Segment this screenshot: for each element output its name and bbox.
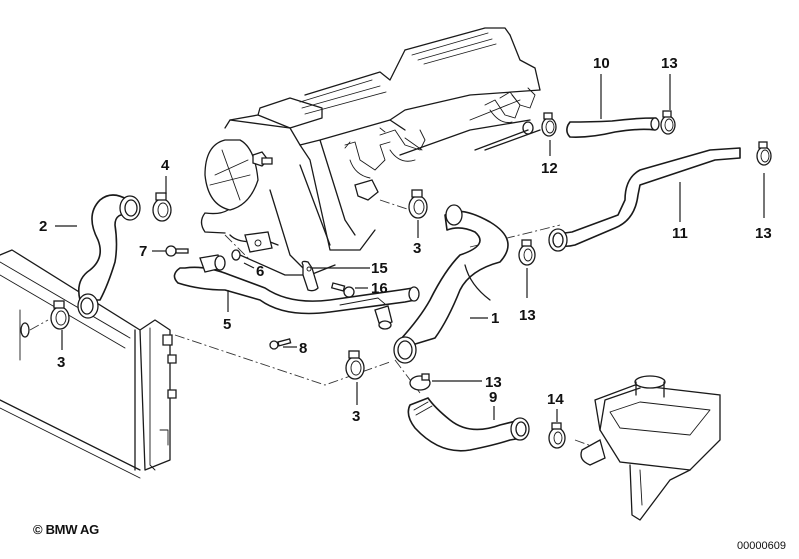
callout-4: 4 [161,157,170,174]
hose-clamps [50,110,772,449]
callout-9: 9 [489,389,497,406]
clamp-13c [518,239,536,266]
clamp-12 [541,112,557,137]
hose-5 [173,254,420,330]
clamp-3c [345,350,365,380]
callout-7: 7 [139,243,147,260]
callout-16: 16 [371,280,388,297]
clamp-13b [756,141,772,166]
bolt-16 [330,282,355,298]
callout-1: 1 [491,310,499,327]
clamp-14 [548,422,566,449]
callout-6: 6 [256,263,264,280]
callout-13d: 13 [485,374,502,391]
diagram-number: 00000609 [737,540,786,552]
callout-11: 11 [672,225,688,242]
copyright-notice: © BMW AG [33,522,99,537]
hose-11 [548,147,741,252]
callout-13c: 13 [519,307,536,324]
callout-5: 5 [223,316,231,333]
callouts: 1 2 3 3 3 4 5 6 7 8 9 10 11 12 13 13 13 … [39,55,772,425]
clamp-3b [408,189,428,219]
hose-10 [566,117,660,138]
clamp-13a [660,110,676,135]
expansion-tank [580,375,721,521]
callout-13b: 13 [755,225,772,242]
callout-15: 15 [371,260,388,277]
callout-13a: 13 [661,55,678,72]
bolt-7 [165,245,189,257]
callout-3b: 3 [413,240,421,257]
bolt-8 [269,338,292,350]
clamp-13d [409,373,431,391]
callout-10: 10 [593,55,610,72]
hose-2 [77,194,141,319]
callout-3c: 3 [352,408,360,425]
hose-1 [393,204,509,364]
clamp-4 [152,192,172,222]
engine-block [200,27,541,276]
callout-8: 8 [299,340,307,357]
bracket-15 [301,260,319,292]
radiator [0,249,177,479]
callout-2: 2 [39,218,47,235]
hose-9 [407,397,530,452]
leader-lines [55,74,765,422]
callout-14: 14 [547,391,564,408]
o-ring-6 [231,249,241,261]
callout-12: 12 [541,160,558,177]
clamp-3a [50,300,70,330]
callout-3a: 3 [57,354,65,371]
